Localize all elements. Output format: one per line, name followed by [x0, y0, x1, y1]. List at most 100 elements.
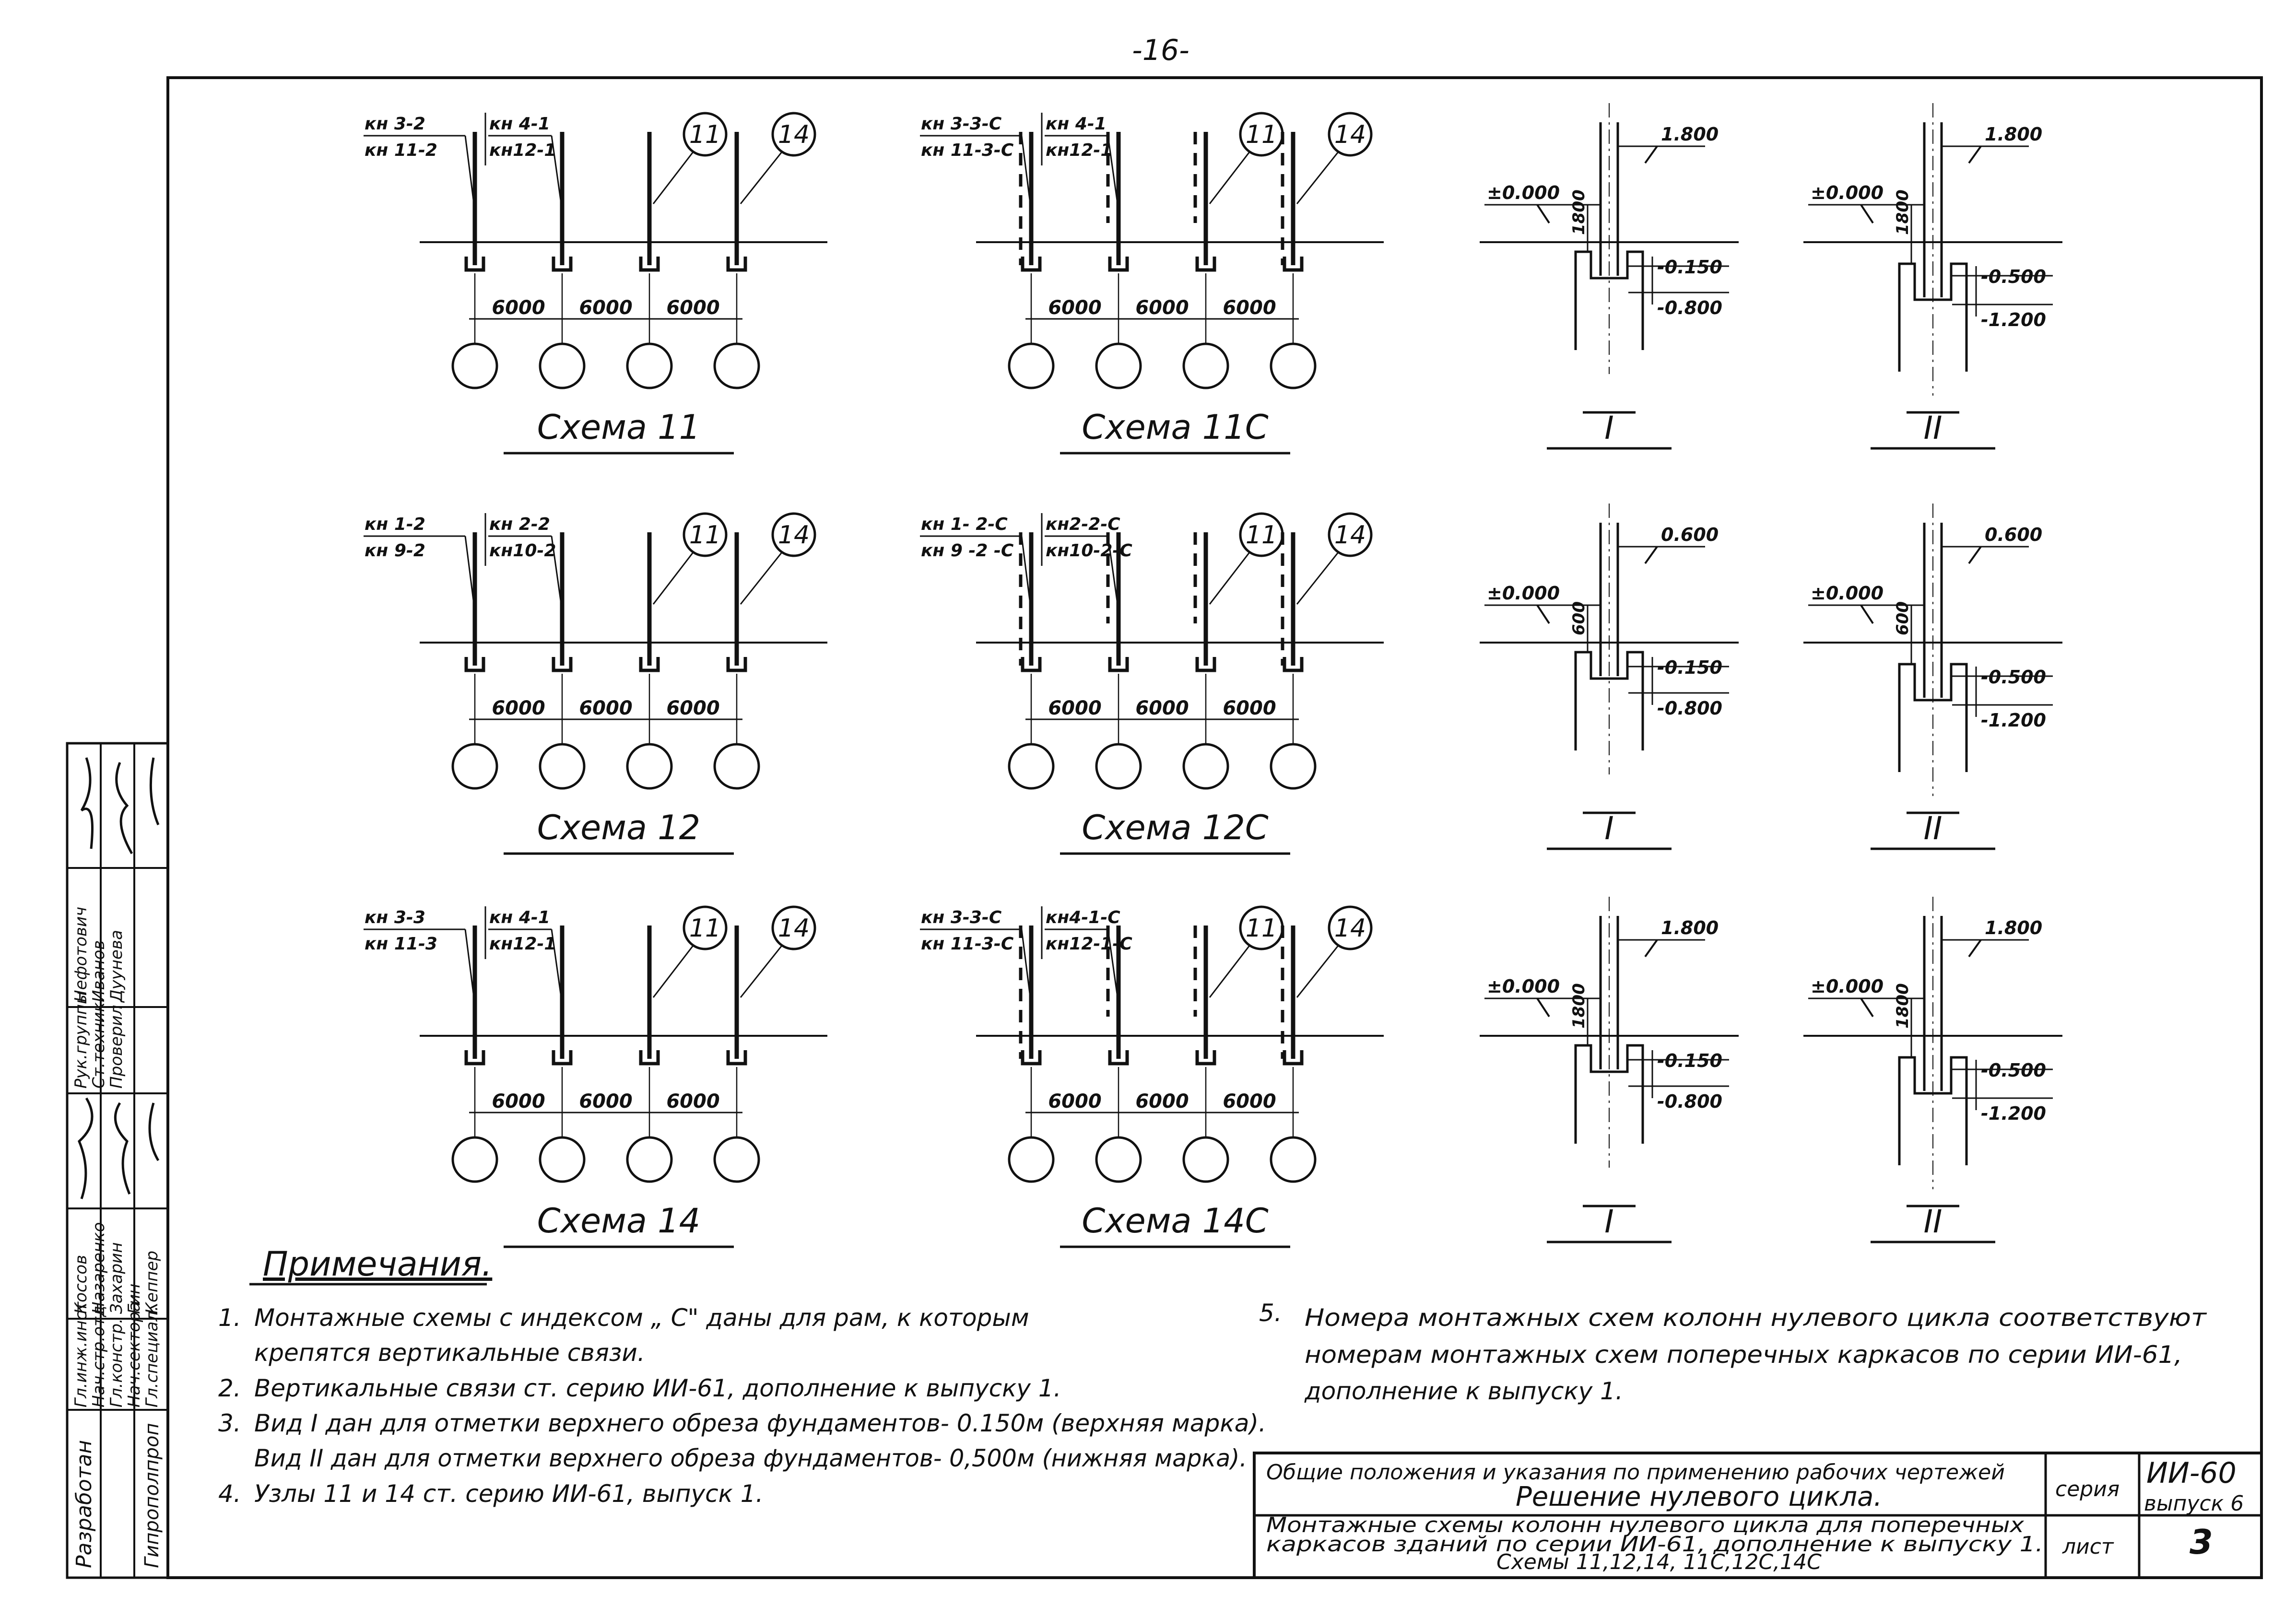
mark-a-bottom: кн 11-3-С	[921, 141, 1014, 160]
section-label: I	[1604, 1203, 1613, 1240]
scheme-caption: Схема 14	[537, 1201, 700, 1241]
axis-circle	[626, 1136, 673, 1183]
stamp-name: Гин	[125, 1284, 144, 1314]
axis-circle	[1182, 1136, 1229, 1183]
height-dimension: 600	[1569, 601, 1589, 635]
section-label: I	[1604, 810, 1613, 847]
leader-line	[740, 945, 783, 998]
level-arrow	[1644, 939, 1658, 958]
level-arrow	[1536, 204, 1550, 224]
span-dimension: 6000	[1048, 1090, 1101, 1113]
scheme-caption: Схема 11	[537, 408, 700, 447]
title-block: Общие положения и указания по применению…	[1253, 1452, 2263, 1579]
stamp-role: Рук.группы	[71, 991, 91, 1089]
axis-circle	[1270, 743, 1317, 790]
mark-a-bottom: кн 11-2	[365, 141, 437, 160]
level-arrow	[1968, 939, 1982, 958]
stamp-name: Коссов	[71, 1255, 91, 1314]
footing	[552, 657, 573, 672]
footing	[552, 1050, 573, 1066]
axis-circle	[1182, 342, 1229, 389]
leader-line	[1209, 945, 1250, 998]
span-dimension: 6000	[1135, 1090, 1189, 1113]
footing	[639, 1050, 660, 1066]
level-arrow	[1860, 997, 1874, 1018]
zero-level: ±0.000	[1811, 182, 1884, 203]
level-1: -0.500	[1981, 1060, 2046, 1081]
node-number: 11	[689, 120, 721, 149]
mark-a-top: кн 3-2	[365, 114, 425, 134]
level-2: -1.200	[1981, 710, 2046, 731]
footing	[1021, 257, 1042, 272]
title-line-3: Монтажные схемы колонн нулевого цикла дл…	[1266, 1513, 2025, 1537]
stamp-name: Захарин	[107, 1242, 126, 1314]
leader-line	[1209, 552, 1250, 605]
leader-line	[1296, 945, 1339, 998]
footing	[639, 257, 660, 272]
signature-mark	[80, 757, 160, 855]
axis-circle	[1182, 743, 1229, 790]
footing	[1195, 657, 1216, 672]
foundation-cup	[1574, 1044, 1644, 1144]
notes-block: Примечания. 1. Монтажные схемы с индексо…	[218, 1244, 2207, 1508]
level-1: -0.500	[1981, 667, 2046, 688]
note-3-number: 3.	[218, 1409, 241, 1437]
zero-level: ±0.000	[1811, 583, 1884, 604]
sheet-label: лист	[2062, 1535, 2114, 1559]
leader-line	[652, 552, 694, 605]
node-callout	[771, 905, 816, 950]
span-dimension: 6000	[1223, 697, 1276, 719]
leader-line	[464, 536, 475, 605]
stamp-name: Назаренко	[89, 1222, 108, 1314]
mark-b-bottom: кн10-2-С	[1046, 541, 1132, 561]
span-dimension: 6000	[1223, 297, 1276, 319]
mark-b-top: кн 4-1	[489, 908, 550, 927]
height-dimension: 1800	[1569, 189, 1589, 235]
footing	[726, 257, 747, 272]
axis-circle	[451, 342, 498, 389]
node-callout	[683, 112, 728, 157]
issue-value: выпуск 6	[2144, 1491, 2244, 1516]
level-1: -0.150	[1657, 1050, 1722, 1071]
zero-level: ±0.000	[1487, 182, 1560, 203]
page-number: -16-	[1132, 34, 1189, 67]
note-1-line-b: крепятся вертикальные связи.	[254, 1339, 645, 1367]
section-label: I	[1604, 410, 1613, 446]
level-arrow	[1968, 145, 1982, 164]
stamp-name: Нефотович	[71, 907, 91, 1002]
axis-circle	[713, 342, 760, 389]
axis-circle	[1008, 743, 1055, 790]
axis-circle	[1008, 342, 1055, 389]
scheme-caption: Схема 11С	[1082, 408, 1268, 447]
leader-line	[1107, 929, 1119, 998]
stamp-name: Кеппер	[142, 1251, 162, 1314]
footing	[1021, 657, 1042, 672]
mark-a-bottom: кн 9 -2 -С	[921, 541, 1014, 561]
span-dimension: 6000	[1048, 297, 1101, 319]
notes-heading: Примечания.	[263, 1244, 492, 1284]
axis-circle	[713, 1136, 760, 1183]
footing	[1195, 1050, 1216, 1066]
footing	[1195, 257, 1216, 272]
leader-line	[1209, 152, 1250, 204]
note-3-line-b: Вид II дан для отметки верхнего обреза ф…	[254, 1444, 1247, 1472]
footing	[464, 657, 485, 672]
axis-circle	[626, 743, 673, 790]
zero-level: ±0.000	[1487, 976, 1560, 997]
node-callout	[1239, 112, 1284, 157]
leader-line	[1021, 536, 1031, 605]
span-dimension: 6000	[1223, 1090, 1276, 1113]
scheme-caption: Схема 14С	[1082, 1201, 1268, 1241]
stamp-role: Проверил	[107, 1005, 126, 1089]
height-dimension: 1800	[1893, 189, 1912, 235]
title-line-2: Решение нулевого цикла.	[1516, 1481, 1882, 1512]
